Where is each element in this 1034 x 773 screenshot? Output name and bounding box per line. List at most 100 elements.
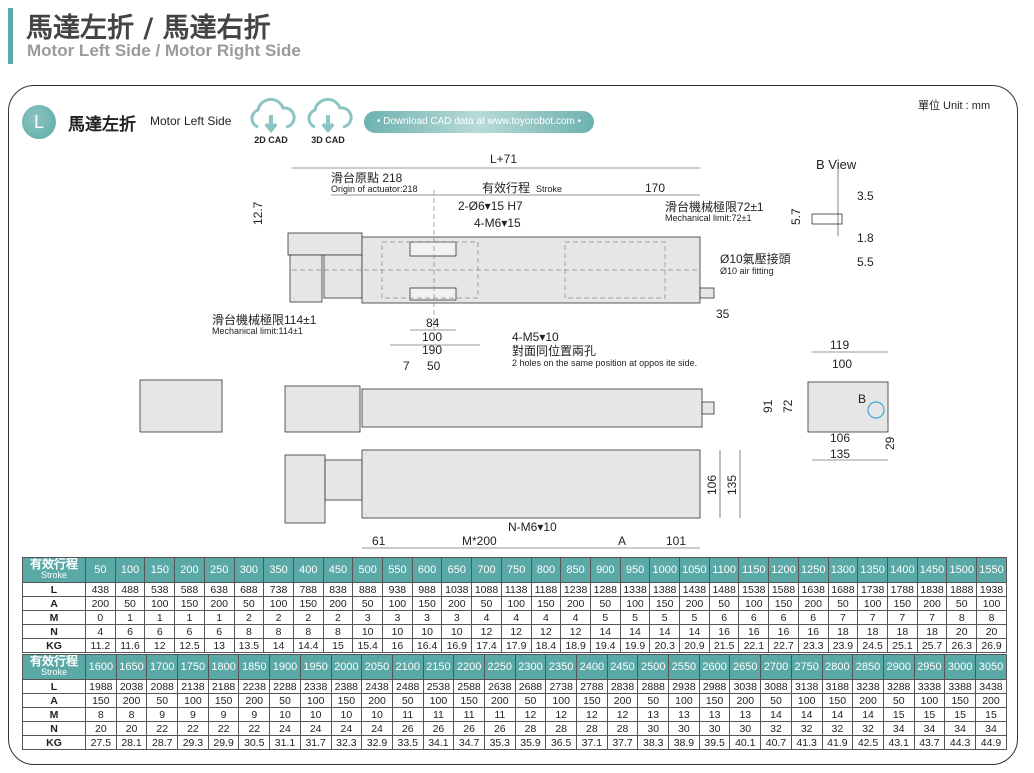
cell-value: 10: [299, 707, 332, 722]
cell-value: 200: [85, 596, 116, 611]
cell-value: 20.3: [649, 638, 681, 653]
cell-value: 34.7: [453, 735, 485, 750]
cell-value: 42.5: [852, 735, 884, 750]
cell-value: 15: [944, 707, 976, 722]
cell-value: 1638: [797, 582, 829, 597]
stroke-value: 1050: [679, 557, 710, 583]
cell-value: 1188: [530, 582, 562, 597]
mech-limit-72: 滑台機械極限72±1: [665, 199, 764, 214]
cell-value: 8: [263, 624, 294, 639]
cell-value: 6: [768, 610, 799, 625]
row-label: A: [22, 596, 86, 611]
end-dim-72: 72: [781, 399, 795, 413]
cell-value: 738: [263, 582, 294, 597]
cell-value: 200: [238, 693, 271, 708]
cell-value: 150: [886, 596, 918, 611]
cad-2d-button[interactable]: 2D CAD: [246, 97, 296, 145]
cell-value: 1938: [976, 582, 1007, 597]
cell-value: 3: [411, 610, 443, 625]
stroke-value: 1900: [269, 654, 301, 680]
cell-value: 17.9: [500, 638, 532, 653]
cell-value: 200: [322, 596, 354, 611]
cell-value: 100: [422, 693, 455, 708]
stroke-value: 350: [263, 557, 294, 583]
cell-value: 26: [483, 721, 516, 736]
cell-value: 11: [453, 707, 485, 722]
cell-value: 9: [146, 707, 179, 722]
cad-2d-label: 2D CAD: [254, 135, 288, 145]
stroke-value: 1100: [708, 557, 740, 583]
cell-value: 16: [382, 638, 413, 653]
end-dim-29: 29: [883, 436, 897, 450]
tap-hole-label: 4-M6▾15: [474, 216, 521, 230]
cell-value: 12.5: [174, 638, 205, 653]
cell-value: 12: [471, 624, 502, 639]
row-label: M: [22, 707, 86, 722]
cell-value: 9: [207, 707, 240, 722]
stroke-value: 550: [382, 557, 413, 583]
cell-value: 50: [882, 693, 915, 708]
cell-value: 150: [85, 693, 117, 708]
row-label: N: [22, 624, 86, 639]
cell-value: 28.1: [115, 735, 148, 750]
b-view-title: B View: [816, 157, 857, 172]
stroke-value: 650: [441, 557, 473, 583]
cell-value: 2738: [545, 679, 577, 694]
slider-plate: [409, 241, 457, 257]
cell-value: 12: [514, 707, 547, 722]
stroke-value: 150: [144, 557, 176, 583]
cell-value: 200: [560, 596, 591, 611]
stroke-value: 2800: [821, 654, 854, 680]
cell-value: 20: [976, 624, 1007, 639]
cell-value: 31.7: [299, 735, 332, 750]
cell-value: 5: [619, 610, 651, 625]
cell-value: 50: [269, 693, 301, 708]
download-cad-link[interactable]: • Download CAD data at www.toyorobot.com…: [364, 111, 594, 133]
stroke-value: 2400: [576, 654, 608, 680]
cell-value: 28: [545, 721, 577, 736]
cell-value: 20: [85, 721, 117, 736]
end-view-body: [807, 381, 889, 433]
stroke-value: 2550: [668, 654, 700, 680]
stroke-value: 2450: [606, 654, 639, 680]
cell-value: 6: [708, 610, 740, 625]
dim-a: A: [618, 534, 626, 548]
cell-value: 10: [411, 624, 443, 639]
cell-value: 6: [144, 624, 176, 639]
actuator-body-side: [361, 388, 703, 428]
cell-value: 43.7: [913, 735, 946, 750]
cell-value: 200: [606, 693, 639, 708]
cell-value: 22.7: [768, 638, 799, 653]
cell-value: 15: [913, 707, 946, 722]
stroke-value: 750: [500, 557, 532, 583]
m5-hole-zh: 對面同位置兩孔: [512, 343, 596, 358]
cell-value: 3038: [729, 679, 762, 694]
cell-value: 7: [827, 610, 859, 625]
cell-value: 150: [174, 596, 205, 611]
cad-3d-button[interactable]: 3D CAD: [303, 97, 353, 145]
cell-value: 838: [322, 582, 354, 597]
cell-value: 19.9: [619, 638, 651, 653]
cell-value: 30.5: [238, 735, 271, 750]
cell-value: 43.1: [882, 735, 915, 750]
cell-value: 11.2: [85, 638, 116, 653]
cell-value: 32: [790, 721, 823, 736]
cell-value: 100: [299, 693, 332, 708]
cell-value: 34: [882, 721, 915, 736]
cell-value: 150: [944, 693, 976, 708]
page-subtitle: Motor Left Side / Motor Right Side: [27, 41, 301, 60]
cell-value: 6: [114, 624, 146, 639]
cell-value: 7: [916, 610, 948, 625]
cell-value: 13: [203, 638, 235, 653]
cell-value: 100: [382, 596, 413, 611]
row-label: L: [22, 582, 86, 597]
origin-label: 滑台原點 218: [331, 170, 403, 185]
cell-value: 200: [974, 693, 1008, 708]
stroke-value: 1250: [797, 557, 829, 583]
stroke-label-en: Stroke: [536, 184, 562, 194]
cell-value: 25.1: [886, 638, 918, 653]
stroke-value: 1700: [146, 654, 179, 680]
cell-value: 13: [668, 707, 700, 722]
